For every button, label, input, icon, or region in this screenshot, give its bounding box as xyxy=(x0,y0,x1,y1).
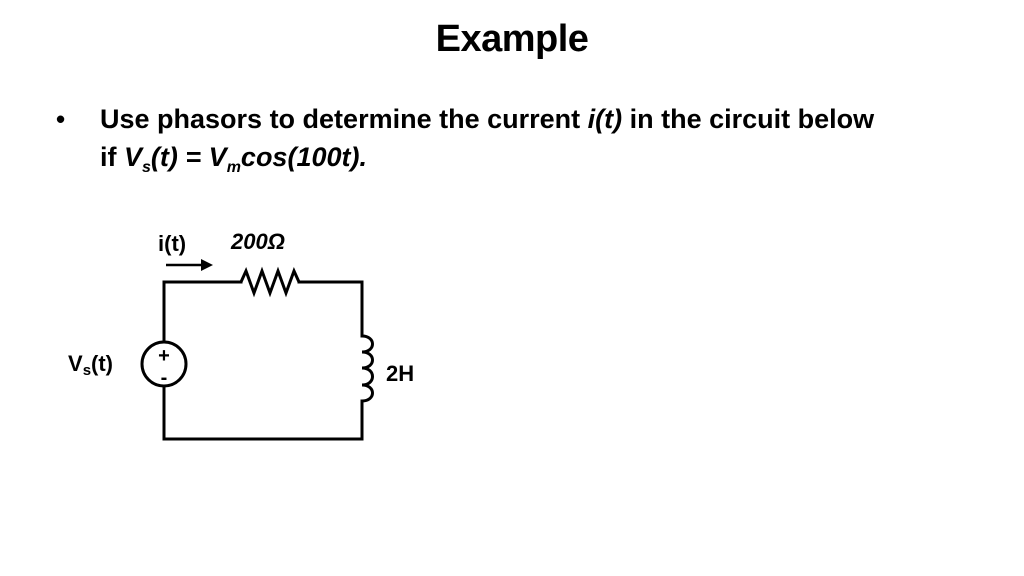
circuit-wires xyxy=(162,280,364,441)
bullet-vs-tail: (t) = xyxy=(150,142,209,172)
bullet-vm-sub: m xyxy=(226,159,241,176)
bullet-text-part3: if xyxy=(100,142,124,172)
inductor-label: 2H xyxy=(386,361,414,386)
source-label-sub: s xyxy=(83,362,91,379)
source-label: Vs(t) xyxy=(68,351,113,379)
source-label-main: V xyxy=(68,351,83,376)
bullet-text-part1: Use phasors to determine the current xyxy=(100,104,588,134)
bullet-item: • Use phasors to determine the current i… xyxy=(56,100,986,176)
resistor-label: 200Ω xyxy=(230,229,285,254)
bullet-vm-tail: cos(100t). xyxy=(240,142,367,172)
bullet-text-part2: in the circuit below xyxy=(622,104,875,134)
wire-top-left xyxy=(162,280,243,345)
bullet-vm-main: V xyxy=(208,142,227,172)
wire-right-bottom xyxy=(162,384,364,441)
source-label-tail: (t) xyxy=(91,351,113,376)
bullet-vs-sub: s xyxy=(142,159,151,176)
inductor-symbol xyxy=(361,334,374,403)
resistor-symbol xyxy=(239,266,301,298)
current-label: i(t) xyxy=(158,231,186,256)
bullet-vs: Vs(t) = Vmcos(100t). xyxy=(124,142,367,176)
wire-top-right xyxy=(297,280,364,338)
voltage-source-symbol xyxy=(140,340,188,388)
slide-title: Example xyxy=(435,18,589,60)
current-arrow-head xyxy=(201,259,213,271)
bullet-symbol: • xyxy=(56,104,66,134)
source-minus-sign: - xyxy=(161,367,168,389)
bullet-text: Use phasors to determine the current i(t… xyxy=(100,100,874,176)
bullet-current-symbol: i(t) xyxy=(587,104,623,134)
source-plus-sign: + xyxy=(158,345,170,367)
bullet-vs-main: V xyxy=(124,142,143,172)
